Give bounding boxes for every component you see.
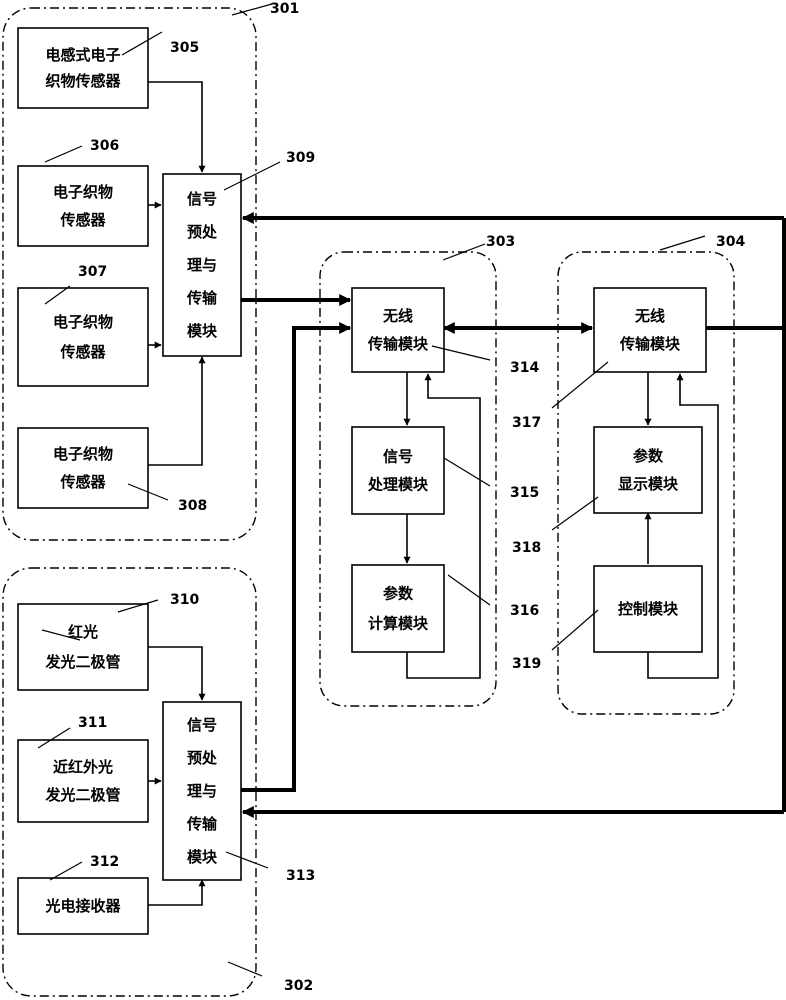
wire-310-to-313: [148, 646, 206, 701]
ref-310: 310: [170, 592, 199, 608]
block-311-label-line-1: 近红外光: [53, 758, 113, 776]
block-305-label-line-2: 织物传感器: [45, 72, 121, 90]
group-304-display-unit: [557, 251, 735, 715]
block-315-label-line-1: 信号: [383, 448, 413, 466]
block-306-label-line-1: 电子织物: [53, 183, 113, 201]
block-316-label-line-1: 参数: [383, 585, 414, 603]
wire-312-to-313: [148, 879, 206, 906]
block-319: 控制模块: [593, 565, 703, 653]
block-316-label-line-2: 计算模块: [368, 615, 429, 633]
block-308-label-line-2: 传感器: [59, 473, 106, 491]
block-312-label-line-1: 光电接收器: [44, 897, 121, 915]
block-311-frame: [17, 739, 149, 823]
wire-319-to-317-loop: [647, 373, 719, 679]
block-307-frame: [17, 287, 149, 387]
blocks-layer: 电感式电子织物传感器电子织物传感器电子织物传感器电子织物传感器信号预处理与传输模…: [17, 27, 707, 935]
ref-312: 312: [90, 854, 119, 870]
ref-303: 303: [486, 234, 515, 250]
block-309-label-line-2: 预处: [187, 223, 218, 241]
block-317-label-line-2: 传输模块: [619, 335, 681, 353]
ref-318: 318: [512, 540, 541, 556]
ref-315: 315: [510, 485, 539, 501]
block-318-label-line-1: 参数: [633, 447, 664, 465]
block-310-label-line-1: 红光: [68, 623, 98, 641]
ref-314: 314: [510, 360, 539, 376]
leaders-layer: [37, 3, 706, 977]
block-309-label-line-3: 理与: [187, 256, 217, 274]
wire-316-to-314-loop: [406, 373, 481, 679]
ref-302: 302: [284, 978, 313, 994]
block-309-label-line-1: 信号: [187, 190, 217, 208]
ref-306: 306: [90, 138, 119, 154]
ref-307: 307: [78, 264, 107, 280]
block-317-label-line-1: 无线: [634, 307, 665, 325]
block-308-label-line-1: 电子织物: [53, 445, 113, 463]
block-314-label-line-2: 传输模块: [367, 335, 429, 353]
ref-316: 316: [510, 603, 539, 619]
block-311-label-line-2: 发光二极管: [44, 786, 120, 804]
block-318-label-line-2: 显示模块: [618, 475, 679, 493]
ref-311: 311: [78, 715, 107, 731]
block-312: 光电接收器: [17, 877, 149, 935]
block-312-frame: [17, 877, 149, 935]
block-305-frame: [17, 27, 149, 109]
block-314-label-line-1: 无线: [382, 307, 413, 325]
ref-309: 309: [286, 150, 315, 166]
reference-numerals-layer: 301 302 303 304 305 306 307 308 309 310 …: [78, 1, 745, 994]
block-316-frame: [351, 564, 445, 653]
block-315-frame: [351, 426, 445, 515]
block-310-label-line-2: 发光二极管: [44, 653, 120, 671]
block-308-frame: [17, 427, 149, 509]
block-309-label-line-4: 传输: [186, 289, 218, 307]
block-319-frame: [593, 565, 703, 653]
ref-305: 305: [170, 40, 199, 56]
block-305-label-line-1: 电感式电子: [45, 46, 120, 64]
block-317-frame: [593, 287, 707, 373]
ref-308: 308: [178, 498, 207, 514]
group-301-sensor-unit: [2, 7, 257, 541]
ref-313: 313: [286, 868, 315, 884]
block-306-label-line-2: 传感器: [59, 211, 106, 229]
ref-319: 319: [512, 656, 541, 672]
block-314-frame: [351, 287, 445, 373]
block-318-frame: [593, 426, 703, 514]
wire-305-to-309: [148, 81, 206, 173]
ref-317: 317: [512, 415, 541, 431]
block-313-label-line-1: 信号: [187, 716, 217, 734]
block-310-frame: [17, 603, 149, 691]
block-306-frame: [17, 165, 149, 247]
block-319-label-line-1: 控制模块: [618, 600, 679, 618]
block-313-label-line-2: 预处: [187, 749, 218, 767]
ref-304: 304: [716, 234, 745, 250]
block-307-label-line-2: 传感器: [59, 343, 106, 361]
group-303-processing-unit: [319, 251, 497, 707]
group-302-optical-unit: [2, 567, 257, 997]
block-313-frame: [162, 701, 242, 881]
block-313-label-line-5: 模块: [187, 848, 218, 866]
wire-308-to-309: [148, 356, 206, 466]
block-307-label-line-1: 电子织物: [53, 313, 113, 331]
bus-313-to-314: [241, 322, 352, 792]
block-309-label-line-5: 模块: [187, 322, 218, 340]
block-313-label-line-3: 理与: [187, 782, 217, 800]
ref-301: 301: [270, 1, 299, 17]
block-313-label-line-4: 传输: [186, 815, 218, 833]
block-309-frame: [162, 173, 242, 357]
block-315-label-line-2: 处理模块: [367, 476, 429, 494]
